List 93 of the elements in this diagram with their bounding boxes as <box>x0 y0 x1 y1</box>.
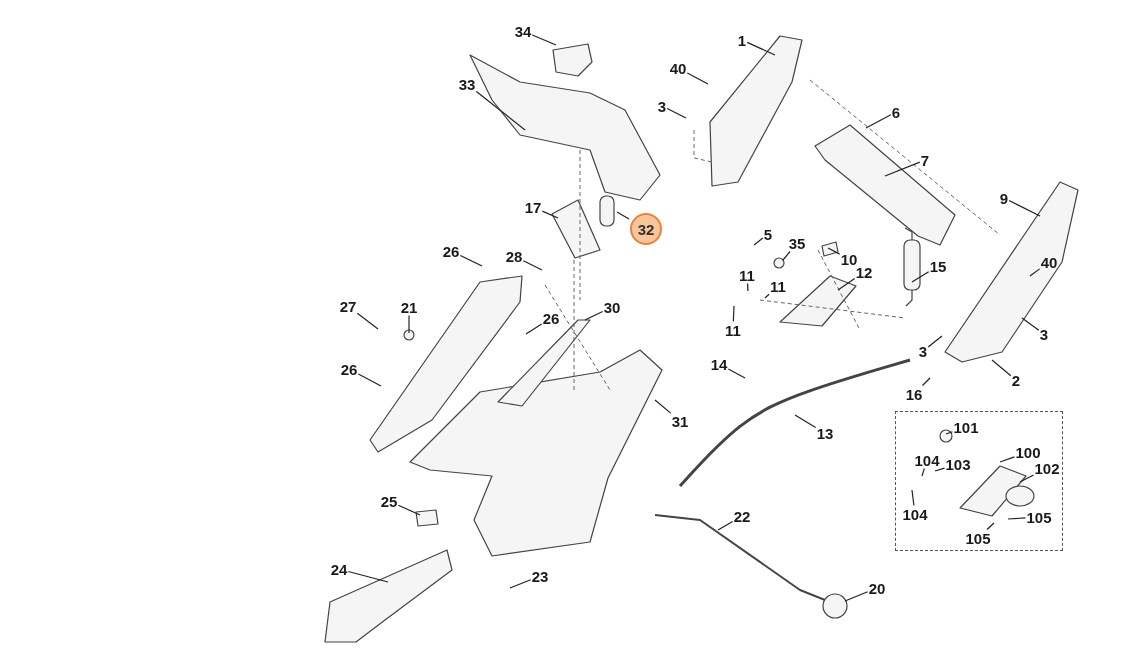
callout-number: 16 <box>905 386 923 402</box>
callout-number: 14 <box>710 356 728 372</box>
callout-number: 100 <box>1015 444 1041 460</box>
leader-line <box>844 591 869 602</box>
leader-line <box>459 254 483 267</box>
callout-number: 21 <box>400 299 418 315</box>
leader-line <box>753 237 764 246</box>
callout-number: 9 <box>999 190 1009 206</box>
callout-number: 104 <box>902 506 928 522</box>
callout-number: 7 <box>920 152 930 168</box>
callout-number: 27 <box>339 298 357 314</box>
callout-number: 40 <box>1040 254 1058 270</box>
leader-line <box>927 335 943 348</box>
leader-line <box>782 250 791 261</box>
callout-number: 35 <box>788 235 806 251</box>
leader-line <box>991 359 1012 377</box>
callout-number: 6 <box>891 104 901 120</box>
callout-number: 11 <box>739 267 755 283</box>
leader-line <box>746 41 776 56</box>
leader-line <box>584 310 604 321</box>
leader-line <box>1007 517 1027 520</box>
callout-number: 12 <box>855 264 873 280</box>
leader-line <box>531 34 557 46</box>
leader-line <box>921 377 931 387</box>
callout-number: 104 <box>914 452 940 468</box>
leader-line <box>475 90 526 131</box>
leader-line <box>827 247 841 255</box>
callout-number: 105 <box>1026 509 1052 525</box>
callout-number: 22 <box>733 508 751 524</box>
callout-number: 3 <box>1039 326 1049 342</box>
callout-number: 103 <box>945 456 971 472</box>
leader-line <box>347 570 389 583</box>
callout-number: 26 <box>442 243 460 259</box>
callout-number: 30 <box>603 299 621 315</box>
leader-line <box>865 114 892 129</box>
callout-number: 24 <box>330 561 348 577</box>
callout-number: 33 <box>458 76 476 92</box>
callout-number: 40 <box>669 60 687 76</box>
callout-number: 11 <box>770 278 786 294</box>
callout-number: 28 <box>505 248 523 264</box>
callout-number: 101 <box>953 419 979 435</box>
callout-number: 13 <box>816 425 834 441</box>
leader-line <box>616 211 630 220</box>
callout-number: 26 <box>340 361 358 377</box>
leader-line <box>356 312 379 330</box>
leader-line <box>911 489 915 507</box>
leader-line <box>732 305 735 323</box>
callout-number: 34 <box>514 23 532 39</box>
callout-number: 3 <box>918 343 928 359</box>
leader-line <box>934 467 946 472</box>
leader-line <box>654 399 672 414</box>
leader-line <box>1029 268 1041 277</box>
callout-number: 26 <box>542 310 560 326</box>
leader-line <box>911 271 930 283</box>
leader-line <box>522 260 543 271</box>
leader-line <box>1019 474 1035 483</box>
callout-number: 10 <box>840 251 858 267</box>
leader-line <box>999 456 1016 463</box>
leader-line <box>764 293 770 299</box>
leader-line <box>945 431 954 435</box>
callout-number: 15 <box>929 258 947 274</box>
callout-number: 20 <box>868 580 886 596</box>
callout-number: 23 <box>531 568 549 584</box>
leader-line <box>986 522 995 531</box>
leader-line <box>357 373 382 387</box>
leader-line <box>717 520 734 531</box>
leader-line <box>746 282 749 292</box>
callout-number: 11 <box>725 322 741 338</box>
leader-line <box>1008 200 1041 217</box>
inset-frame <box>895 411 1063 551</box>
leader-line <box>541 210 559 219</box>
callout-number: 1 <box>737 32 747 48</box>
leader-line <box>509 579 532 589</box>
leader-line <box>837 277 856 291</box>
callout-number: 3 <box>657 98 667 114</box>
callout-number: 105 <box>965 530 991 546</box>
leader-line <box>397 504 421 516</box>
callout-number: 2 <box>1011 372 1021 388</box>
leader-line <box>727 368 746 379</box>
callout-number: 102 <box>1034 460 1060 476</box>
leader-line <box>794 414 817 428</box>
leader-line <box>884 161 921 177</box>
callout-number: 25 <box>380 493 398 509</box>
callout-number: 5 <box>763 226 773 242</box>
leader-line <box>525 323 543 335</box>
leader-line <box>921 467 925 477</box>
callout-number: 17 <box>524 199 542 215</box>
leader-line <box>666 108 687 119</box>
leader-line <box>1021 317 1040 331</box>
leader-line <box>686 72 709 85</box>
callout-number: 32 <box>630 213 662 245</box>
leader-line <box>408 314 410 334</box>
callout-number: 31 <box>671 413 689 429</box>
